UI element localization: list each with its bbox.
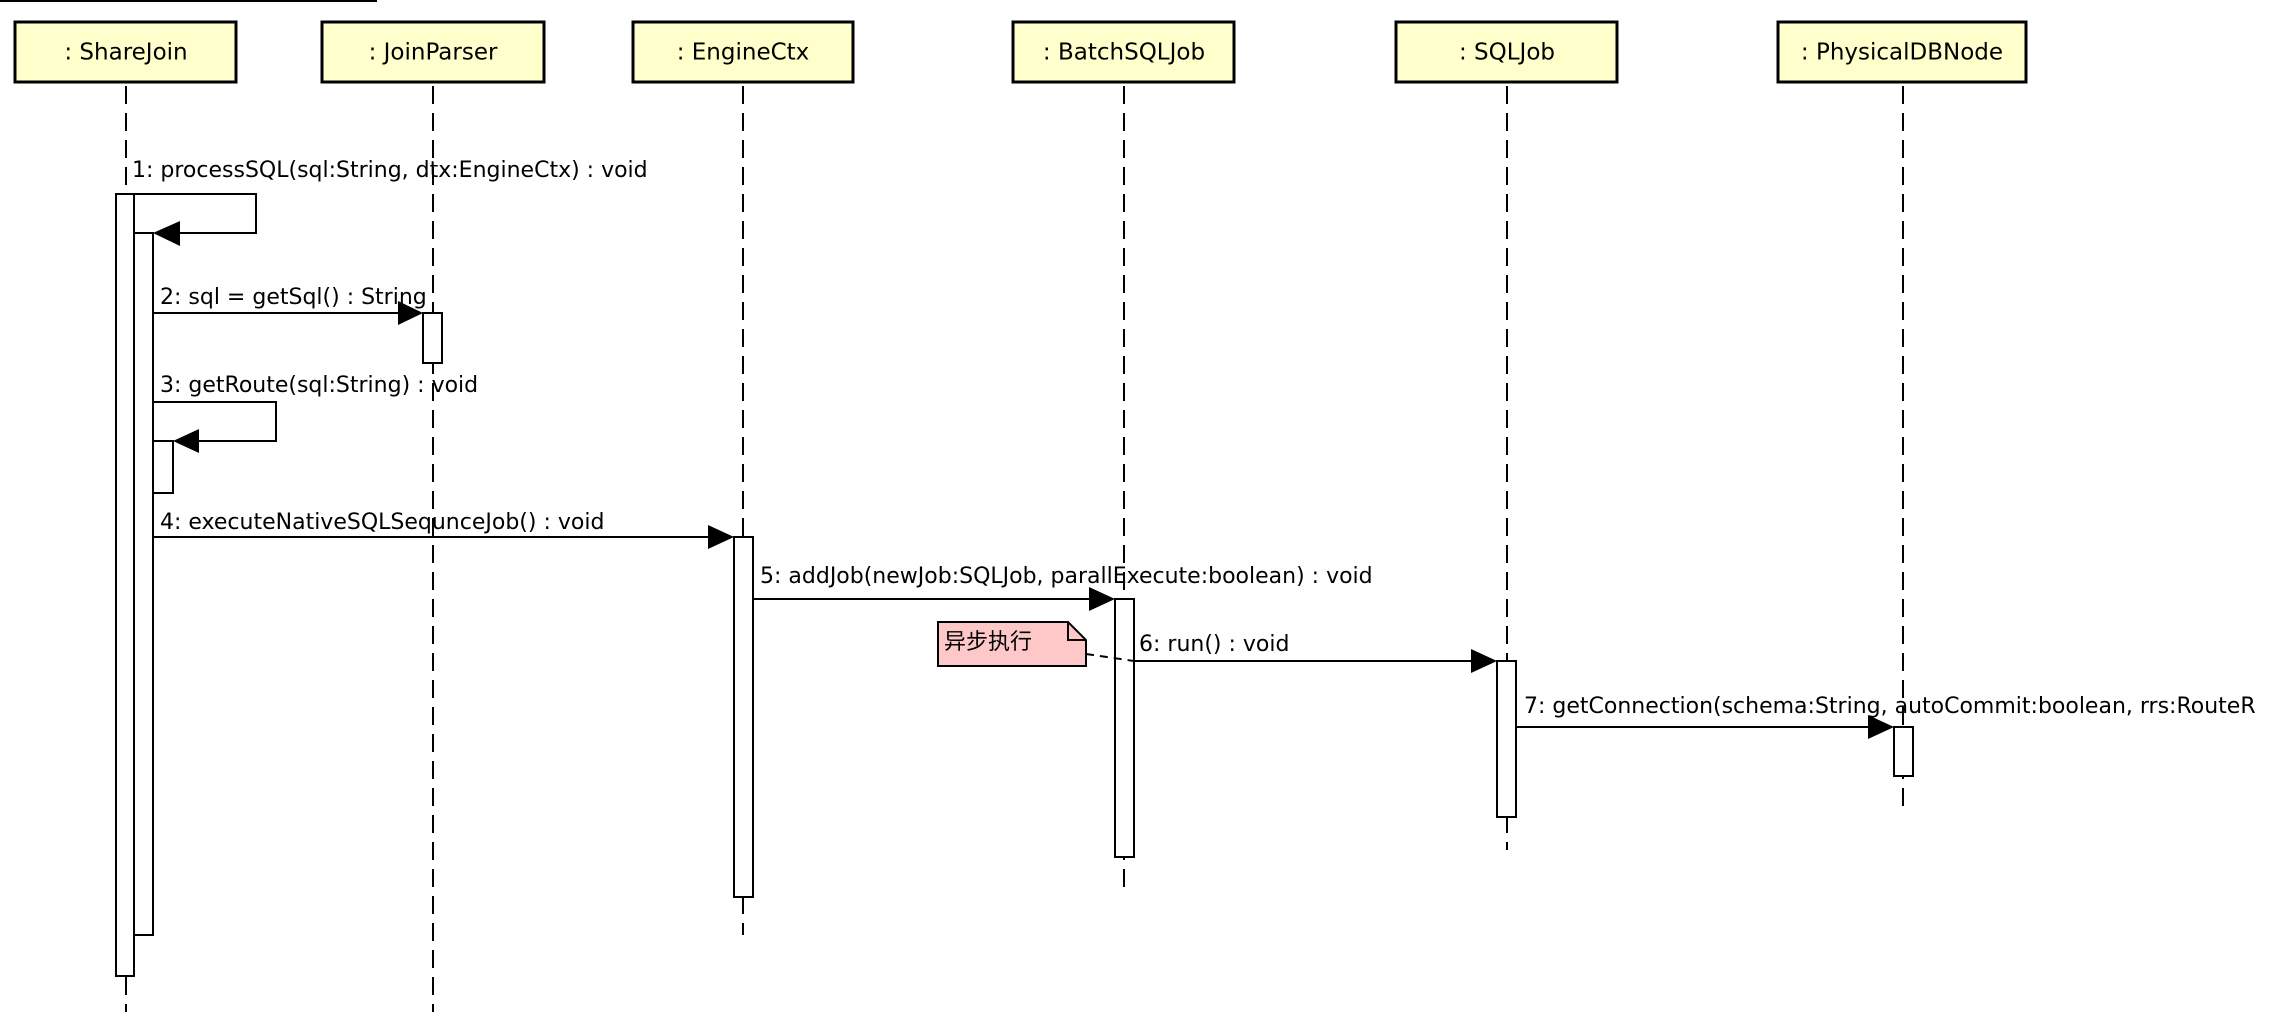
lifeline-physicaldbnode: : PhysicalDBNode bbox=[1776, 20, 2028, 84]
activation-sharejoin-getroute bbox=[152, 440, 174, 494]
activation-bars bbox=[115, 193, 1914, 977]
lifeline-label: : SQLJob bbox=[1459, 40, 1555, 66]
message-3-label: 3: getRoute(sql:String) : void bbox=[160, 373, 478, 398]
activation-sharejoin-self bbox=[133, 232, 154, 936]
message-4-arrowhead bbox=[708, 525, 734, 549]
messages bbox=[134, 193, 1894, 739]
frame-edge bbox=[0, 0, 377, 2]
activation-physicaldbnode bbox=[1893, 726, 1914, 777]
note-async: 异步执行 bbox=[937, 621, 1135, 667]
lifeline-sqljob: : SQLJob bbox=[1394, 20, 1619, 84]
lifeline-label: : EngineCtx bbox=[677, 40, 810, 66]
message-1-arrow bbox=[134, 193, 257, 234]
message-3-arrowhead bbox=[173, 429, 199, 453]
note-label: 异步执行 bbox=[944, 630, 1032, 655]
lifeline-lines bbox=[125, 86, 1904, 1012]
activation-enginectx bbox=[733, 536, 754, 898]
message-1-label: 1: processSQL(sql:String, dtx:EngineCtx)… bbox=[132, 158, 648, 183]
note-box bbox=[937, 621, 1087, 667]
lifeline-heads: : ShareJoin : JoinParser : EngineCtx : B… bbox=[13, 20, 2028, 84]
message-5-label: 5: addJob(newJob:SQLJob, parallExecute:b… bbox=[760, 564, 1373, 589]
lifeline-enginectx: : EngineCtx bbox=[631, 20, 855, 84]
message-6-label: 6: run() : void bbox=[1139, 632, 1289, 657]
lifeline-label: : ShareJoin bbox=[64, 40, 187, 66]
activation-sqljob bbox=[1496, 660, 1517, 818]
lifeline-batchsqljob: : BatchSQLJob bbox=[1011, 20, 1236, 84]
lifeline-label: : PhysicalDBNode bbox=[1801, 40, 2003, 66]
note-fold bbox=[1067, 622, 1086, 641]
lifeline-label: : JoinParser bbox=[369, 40, 498, 66]
message-2-arrowhead bbox=[398, 301, 423, 325]
message-5-arrowhead bbox=[1089, 587, 1115, 611]
message-3-arrow bbox=[153, 401, 277, 442]
message-4-label: 4: executeNativeSQLSequnceJob() : void bbox=[160, 510, 604, 535]
activation-batchsqljob bbox=[1114, 598, 1135, 858]
message-7-arrowhead bbox=[1868, 715, 1894, 739]
message-6-arrowhead bbox=[1471, 649, 1497, 673]
message-labels: 1: processSQL(sql:String, dtx:EngineCtx)… bbox=[132, 158, 2256, 719]
lifeline-sharejoin: : ShareJoin bbox=[13, 20, 238, 84]
activation-sharejoin-outer bbox=[115, 193, 135, 977]
activation-joinparser bbox=[422, 312, 443, 364]
lifeline-label: : BatchSQLJob bbox=[1043, 40, 1205, 66]
lifeline-joinparser: : JoinParser bbox=[320, 20, 546, 84]
message-1-arrowhead bbox=[153, 221, 180, 246]
message-7-label: 7: getConnection(schema:String, autoComm… bbox=[1524, 694, 2256, 719]
message-2-label: 2: sql = getSql() : String bbox=[160, 285, 427, 310]
